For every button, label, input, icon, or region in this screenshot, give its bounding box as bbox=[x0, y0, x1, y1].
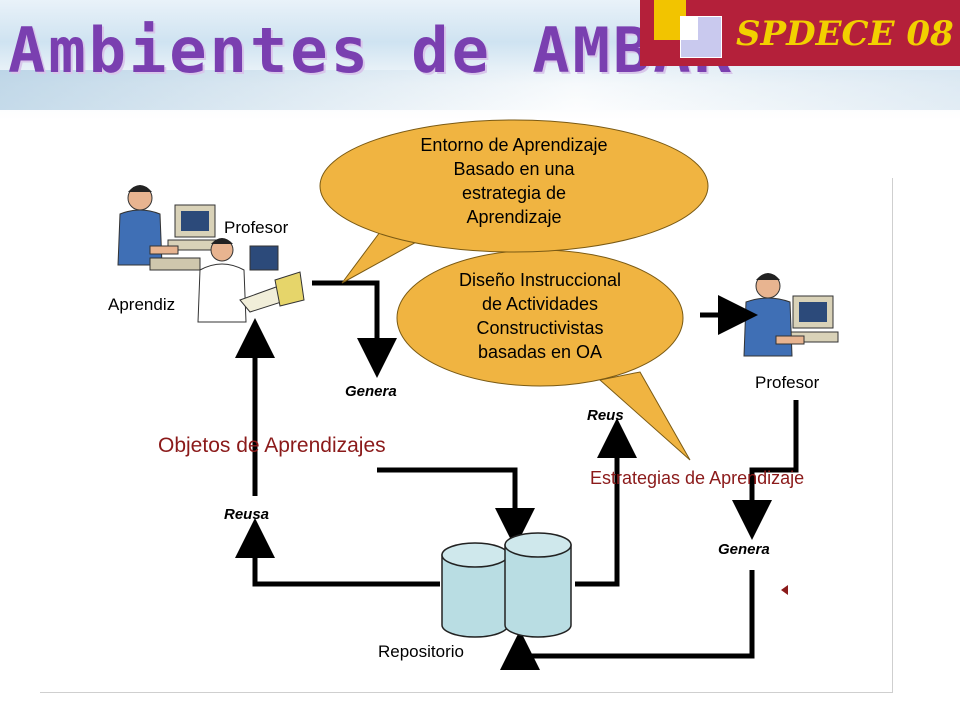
reusa-right-label: Reus bbox=[587, 407, 624, 424]
bubble-middle-line-1: Diseño Instruccional bbox=[458, 270, 622, 290]
brand-square-white bbox=[680, 16, 698, 40]
line-repositorio-to-reusa-left bbox=[235, 518, 440, 587]
teacher-computer-illustration-right bbox=[743, 273, 839, 357]
profesor-right-label: Profesor bbox=[755, 373, 820, 392]
header-streak bbox=[0, 70, 960, 110]
bubble-top-line-2: Basado en una bbox=[453, 159, 575, 179]
line-profesor-to-genera bbox=[312, 280, 397, 378]
bubble-middle-line-3: Constructivistas bbox=[476, 318, 604, 338]
bubble-middle-line-2: de Actividades bbox=[481, 294, 599, 314]
aprendiz-label: Aprendiz bbox=[108, 295, 176, 314]
genera-left-label: Genera bbox=[345, 383, 397, 400]
line-profesor-right-to-genera bbox=[732, 400, 799, 540]
student-illustration bbox=[197, 238, 305, 323]
reusa-left-label: Reusa bbox=[224, 506, 270, 523]
line-genera-right-to-repositorio bbox=[500, 570, 755, 670]
bubble-top-line-1: Entorno de Aprendizaje bbox=[420, 135, 608, 155]
bubble-top-text: Entorno de Aprendizaje Basado en una est… bbox=[384, 133, 644, 229]
speech-bubble-middle bbox=[396, 249, 691, 461]
red-marker-icon bbox=[781, 585, 788, 595]
estrategias-aprendizaje-label: Estrategias de Aprendizaje bbox=[590, 468, 805, 488]
flow-lines bbox=[235, 280, 799, 670]
bubble-middle-line-4: basadas en OA bbox=[477, 342, 603, 362]
bubble-top-line-3: estrategia de bbox=[461, 183, 567, 203]
diagram-panel bbox=[40, 178, 893, 693]
genera-right-label: Genera bbox=[718, 541, 770, 558]
objetos-aprendizaje-label: Objetos de Aprendizajes bbox=[158, 434, 386, 457]
profesor-left-label: Profesor bbox=[224, 218, 289, 237]
repositorio-cylinders bbox=[441, 532, 572, 638]
line-repositorio-to-reusa-right bbox=[575, 418, 637, 587]
slide-title: Ambientes de AMBAR bbox=[8, 14, 734, 87]
teacher-computer-illustration-left bbox=[117, 185, 221, 271]
bubble-top-line-4: Aprendizaje bbox=[466, 207, 562, 227]
repositorio-label: Repositorio bbox=[378, 642, 464, 661]
brand-label: SPDECE 08 bbox=[736, 14, 954, 54]
speech-bubble-top bbox=[319, 119, 709, 284]
line-genera-to-repositorio bbox=[377, 467, 535, 548]
bubble-middle-text: Diseño Instruccional de Actividades Cons… bbox=[430, 268, 650, 364]
